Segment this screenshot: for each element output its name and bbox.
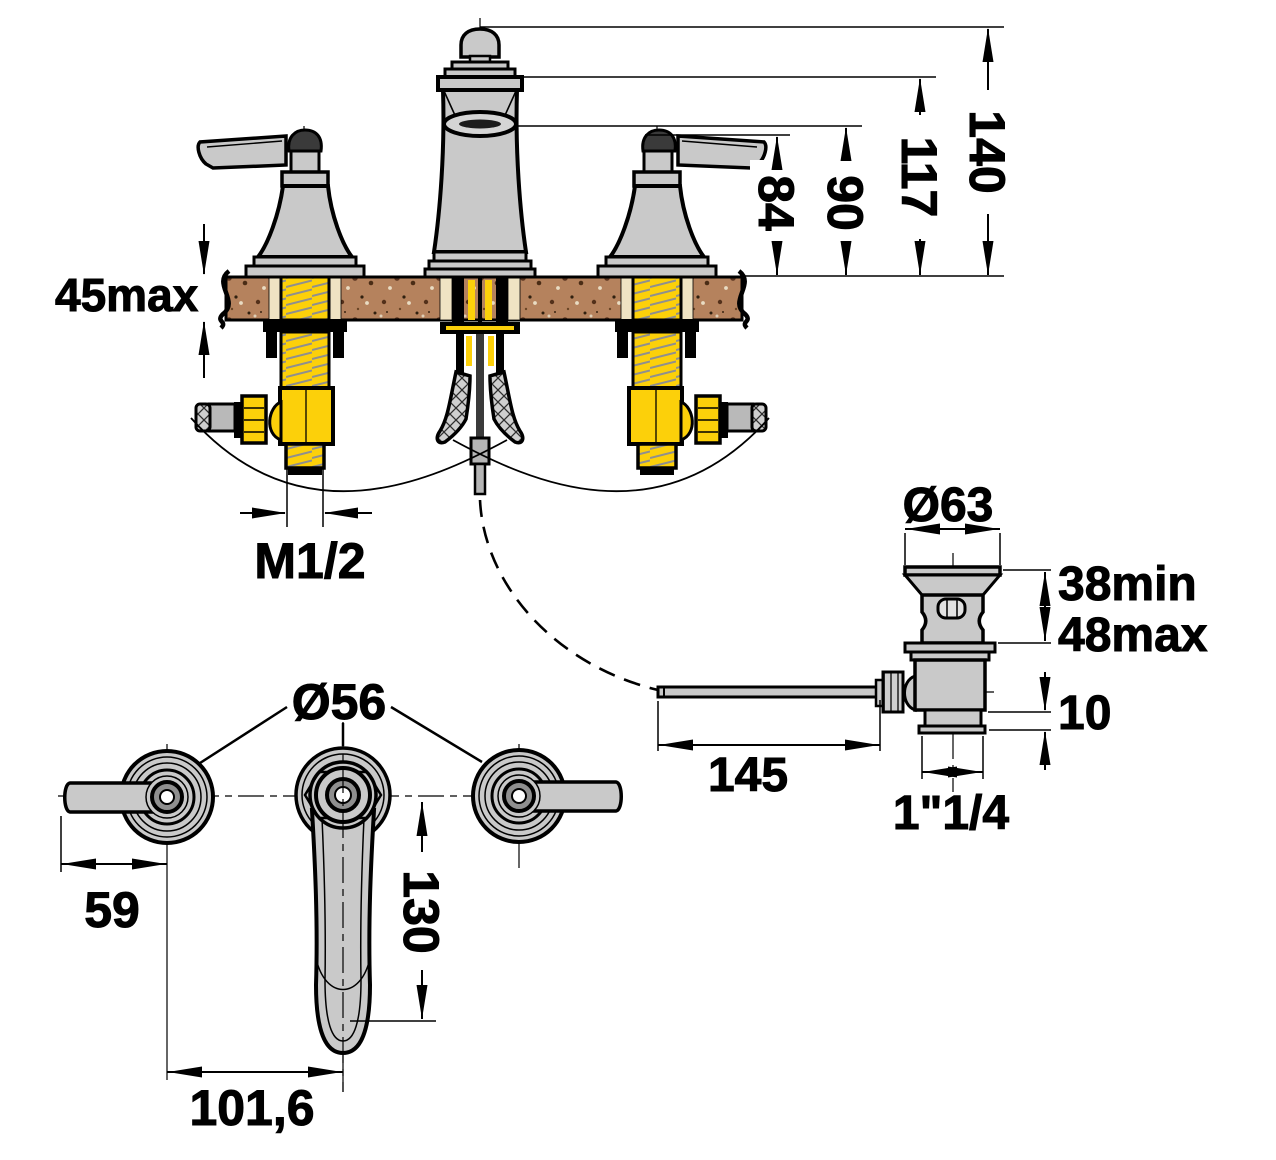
spout-finial xyxy=(459,27,501,59)
left-lever-plan xyxy=(63,781,169,814)
dim-handle-height: 84 xyxy=(748,136,805,275)
step-height-label: 10 xyxy=(1058,687,1111,740)
drain-lower-body xyxy=(913,658,987,712)
dim-step-height: 10 xyxy=(1039,672,1112,770)
popup-linkage-curve xyxy=(478,499,659,692)
extension-lines xyxy=(60,26,1051,1022)
side-view xyxy=(190,18,770,692)
dim-handle-reach: 59 xyxy=(61,858,167,939)
plan-view xyxy=(58,722,623,1092)
spout-plan xyxy=(294,722,392,1092)
dim-drain-flange-diameter: Ø63 xyxy=(902,479,1000,535)
braided-hose-right xyxy=(488,369,525,445)
dim-counter-thickness: 45max xyxy=(55,224,210,378)
right-inlet-tip xyxy=(750,402,768,433)
supply-cables xyxy=(190,417,770,493)
left-handle-side xyxy=(196,126,366,279)
total-height-label: 140 xyxy=(959,110,1015,193)
dim-total-height: 140 xyxy=(959,28,1016,275)
counter-break-right xyxy=(737,269,750,330)
dim-centers-distance: 101,6 xyxy=(167,1066,343,1137)
right-inlet-stub xyxy=(636,442,678,470)
left-inlet-stub xyxy=(284,442,326,470)
cable-left-to-right xyxy=(190,417,508,493)
dim-escutcheon-diameter: Ø56 xyxy=(199,674,483,765)
right-valve-body xyxy=(615,275,768,475)
dim-rod-length: 145 xyxy=(658,739,880,803)
right-handle-side xyxy=(596,126,768,279)
right-lever xyxy=(676,134,768,170)
spout-side xyxy=(423,18,537,279)
handle-reach-label: 59 xyxy=(84,882,140,938)
dim-outlet-thread: 1"1/4 xyxy=(892,766,1010,841)
popup-horizontal-rod xyxy=(656,685,880,699)
popup-rod-upper xyxy=(476,334,484,442)
right-handle-plan xyxy=(471,748,623,844)
spout-reach-label: 130 xyxy=(393,870,449,953)
rod-knurled-nut xyxy=(881,670,905,714)
left-handle-plan xyxy=(63,749,215,845)
right-lever-plan xyxy=(517,780,623,813)
dim-spout-top-height: 117 xyxy=(891,78,948,275)
inlet-thread-label: M1/2 xyxy=(254,533,365,589)
left-valve-body xyxy=(194,275,347,475)
dim-inlet-thread: M1/2 xyxy=(240,507,372,590)
left-lever xyxy=(196,134,288,170)
deck-min-label: 38min xyxy=(1058,558,1197,611)
right-lever-knob xyxy=(641,128,677,153)
drain-tailpiece xyxy=(917,724,987,735)
left-lever-knob xyxy=(287,128,323,153)
popup-rod-lower xyxy=(473,462,487,496)
deck-max-label: 48max xyxy=(1058,609,1208,662)
braided-hose-left xyxy=(435,369,472,445)
drain-assembly xyxy=(656,553,1004,792)
cable-right-to-left xyxy=(452,417,770,493)
outlet-thread-label: 1"1/4 xyxy=(893,787,1009,840)
outlet-height-label: 90 xyxy=(817,175,873,231)
handle-height-label: 84 xyxy=(748,175,804,231)
drain-flange-diameter-label: Ø63 xyxy=(903,479,994,532)
dimensions: 45max 84 90 117 xyxy=(55,26,1208,1137)
rod-length-label: 145 xyxy=(708,749,788,802)
center-shank-and-hoses xyxy=(435,277,525,496)
right-bonnet xyxy=(605,184,709,259)
spout-top-height-label: 117 xyxy=(891,137,947,218)
dim-spout-reach: 130 xyxy=(393,802,450,1019)
left-bonnet xyxy=(253,184,357,259)
centers-distance-label: 101,6 xyxy=(189,1080,314,1136)
counter-break-left xyxy=(218,269,231,330)
escutcheon-diameter-label: Ø56 xyxy=(292,674,387,730)
overflow-slot xyxy=(936,597,967,620)
dim-outlet-height: 90 xyxy=(817,127,874,275)
dim-deck-thickness-range: 38min 48max xyxy=(1039,558,1208,663)
counter-thickness-label: 45max xyxy=(55,269,199,321)
